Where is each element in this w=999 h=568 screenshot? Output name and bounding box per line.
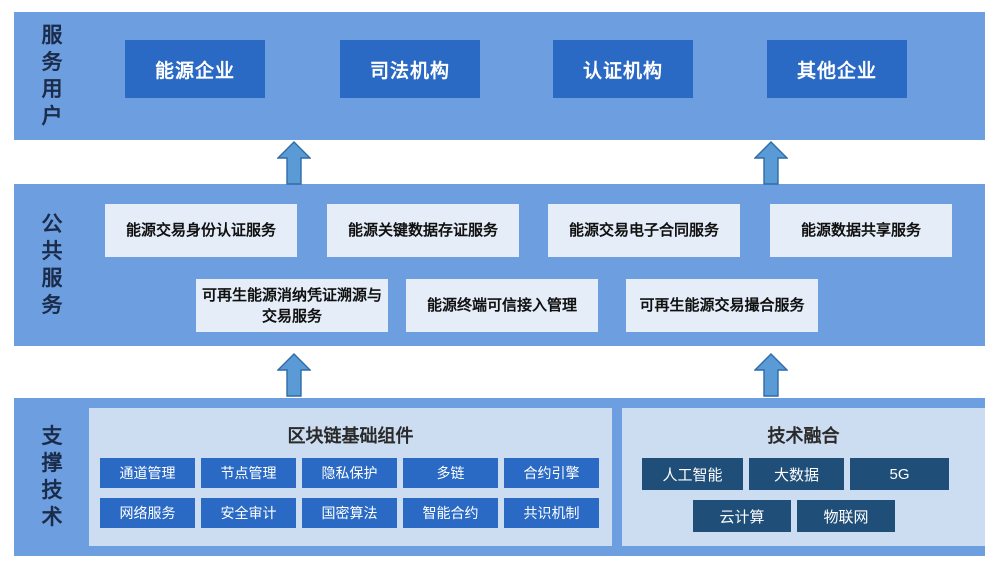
chip-channel-management[interactable]: 通道管理 — [100, 458, 195, 488]
fusion-chip-row-2: 云计算 物联网 — [642, 500, 965, 532]
user-box-judicial-institution[interactable]: 司法机构 — [340, 40, 480, 98]
chip-contract-engine[interactable]: 合约引擎 — [504, 458, 599, 488]
service-box-key-data-attestation[interactable]: 能源关键数据存证服务 — [327, 204, 519, 257]
layer-label-char: 服 — [41, 267, 63, 290]
panel-blockchain-base-components: 区块链基础组件 通道管理 节点管理 隐私保护 多链 合约引擎 网络服务 安全审计… — [89, 408, 612, 546]
user-box-certification-authority[interactable]: 认证机构 — [553, 40, 693, 98]
chip-node-management[interactable]: 节点管理 — [201, 458, 296, 488]
layer-label-char: 务 — [41, 294, 63, 317]
user-box-other-enterprise[interactable]: 其他企业 — [767, 40, 907, 98]
service-box-identity-authentication[interactable]: 能源交易身份认证服务 — [105, 204, 297, 257]
up-arrow-icon — [753, 141, 789, 185]
chip-consensus-mechanism[interactable]: 共识机制 — [504, 498, 599, 528]
layer-label-support-technology: 支 撑 技 术 — [34, 406, 70, 548]
up-arrow-icon — [276, 141, 312, 185]
service-box-terminal-trusted-access[interactable]: 能源终端可信接入管理 — [406, 279, 598, 332]
service-box-renewable-trading-matching[interactable]: 可再生能源交易撮合服务 — [626, 279, 818, 332]
chip-privacy-protection[interactable]: 隐私保护 — [302, 458, 397, 488]
layer-label-public-services: 公 共 服 务 — [34, 192, 70, 338]
layer-label-char: 撑 — [41, 452, 63, 475]
blockchain-chip-row-2: 网络服务 安全审计 国密算法 智能合约 共识机制 — [100, 498, 601, 528]
chip-big-data[interactable]: 大数据 — [749, 458, 844, 490]
layer-label-char: 支 — [41, 425, 63, 448]
layer-label-char: 技 — [41, 479, 63, 502]
panel-title-technology-fusion: 技术融合 — [767, 426, 840, 446]
chip-5g[interactable]: 5G — [850, 458, 949, 490]
layer-label-char: 户 — [41, 105, 63, 128]
service-box-data-sharing[interactable]: 能源数据共享服务 — [770, 204, 952, 257]
layer-label-char: 服 — [41, 24, 63, 47]
panel-technology-fusion: 技术融合 人工智能 大数据 5G 云计算 物联网 — [622, 408, 985, 546]
service-box-electronic-contract[interactable]: 能源交易电子合同服务 — [548, 204, 740, 257]
layer-label-char: 用 — [41, 78, 63, 101]
fusion-chip-row-1: 人工智能 大数据 5G — [642, 458, 965, 490]
chip-national-crypto-algorithm[interactable]: 国密算法 — [302, 498, 397, 528]
up-arrow-icon — [753, 353, 789, 397]
chip-network-service[interactable]: 网络服务 — [100, 498, 195, 528]
layer-label-char: 共 — [41, 240, 63, 263]
chip-multi-chain[interactable]: 多链 — [403, 458, 498, 488]
layer-label-char: 术 — [41, 506, 63, 529]
service-box-renewable-certificate-tracing[interactable]: 可再生能源消纳凭证溯源与交易服务 — [196, 279, 388, 332]
blockchain-chip-row-1: 通道管理 节点管理 隐私保护 多链 合约引擎 — [100, 458, 601, 488]
layer-label-char: 公 — [41, 213, 63, 236]
up-arrow-icon — [276, 353, 312, 397]
panel-title-blockchain: 区块链基础组件 — [287, 426, 414, 446]
chip-cloud-computing[interactable]: 云计算 — [693, 500, 791, 532]
chip-internet-of-things[interactable]: 物联网 — [797, 500, 895, 532]
layer-label-char: 务 — [41, 51, 63, 74]
user-box-energy-enterprise[interactable]: 能源企业 — [125, 40, 265, 98]
chip-artificial-intelligence[interactable]: 人工智能 — [642, 458, 743, 490]
layer-label-service-users: 服 务 用 户 — [34, 22, 70, 130]
chip-smart-contract[interactable]: 智能合约 — [403, 498, 498, 528]
chip-security-audit[interactable]: 安全审计 — [201, 498, 296, 528]
